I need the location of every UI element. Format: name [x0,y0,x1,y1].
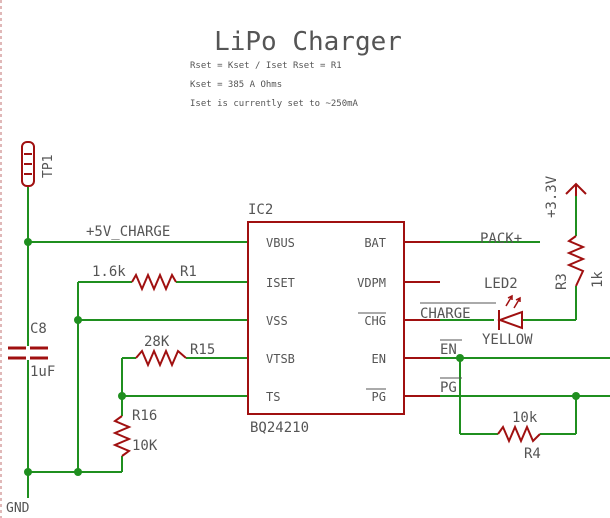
ic-pin-vdpm: VDPM [357,276,386,290]
ic-pin-chg: CHG [364,314,386,328]
r3-ref: R3 [554,273,570,290]
r15-value: 28K [144,334,170,350]
led2-symbol [497,294,523,330]
net-label-gnd: GND [6,501,30,516]
r15-symbol [135,348,187,368]
ic-pin-pg: PG [372,390,386,404]
r3-symbol [566,235,586,287]
ic-ref: IC2 [248,202,273,218]
c8-value: 1uF [30,364,55,380]
r1-ref: R1 [180,264,197,280]
tp1-ref: TP1 [41,155,56,178]
r3-value: 1k [590,271,606,288]
r4-value: 10k [512,410,538,426]
r16-symbol [112,415,132,457]
led2-value: YELLOW [482,332,533,348]
ic-pin-stubs [404,241,440,397]
r16-ref: R16 [132,408,157,424]
ic-body [247,221,405,415]
ic-pin-bat: BAT [364,236,386,250]
r1-symbol [131,272,177,292]
net-label-charge-status: CHARGE [420,306,471,322]
ic-pin-vss: VSS [266,314,288,328]
ic-pin-en: EN [372,352,386,366]
ic-pin-ts: TS [266,390,280,404]
ic-pin-vtsb: VTSB [266,352,295,366]
tp1-symbol [21,141,35,187]
net-label-charge: +5V_CHARGE [86,224,170,240]
r4-symbol [497,424,541,444]
ic-pin-vbus: VBUS [266,236,295,250]
r15-ref: R15 [190,342,215,358]
supply-arrow-icon [565,182,587,196]
note-line-3: Iset is currently set to ~250mA [190,99,359,109]
ic-part: BQ24210 [250,420,309,436]
led2-ref: LED2 [484,276,518,292]
supply-label: +3.3V [544,175,560,218]
net-label-pg: PG [440,380,457,396]
net-label-pack: PACK+ [480,231,522,247]
note-line-2: Kset = 385 A Ohms [190,80,282,90]
junctions [24,238,580,476]
schematic-title: LiPo Charger [214,27,402,57]
c8-gap [26,346,30,360]
note-line-1: Rset = Kset / Iset Rset = R1 [190,61,342,71]
r4-ref: R4 [524,446,541,462]
r1-value: 1.6k [92,264,126,280]
r16-value: 10K [132,438,158,454]
ic-pin-iset: ISET [266,276,295,290]
net-label-en: EN [440,342,457,358]
wires [27,186,610,498]
c8-ref: C8 [30,321,47,337]
